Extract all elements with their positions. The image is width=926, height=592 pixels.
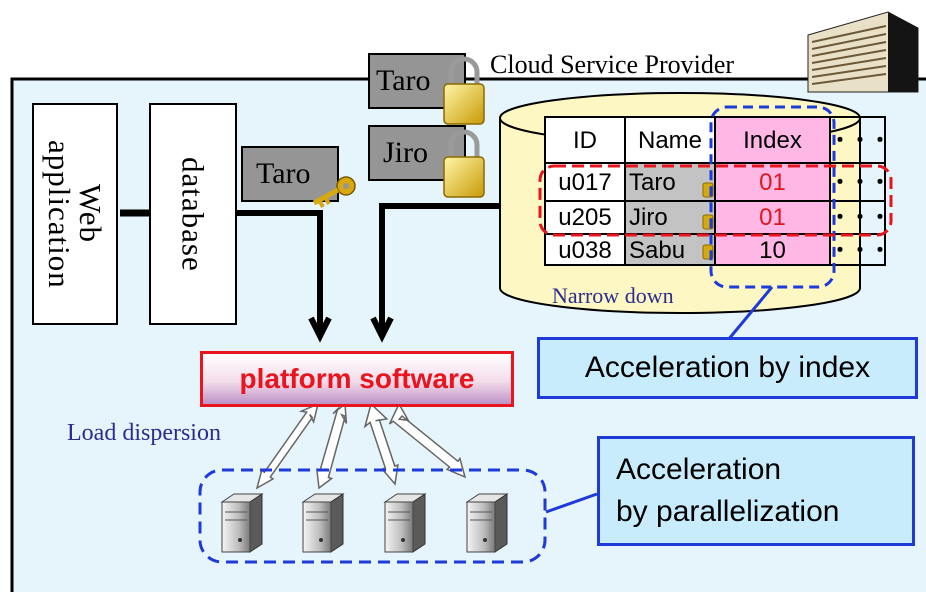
taro-key-tag (241, 146, 339, 202)
web-application-label: Web application (42, 139, 108, 289)
parallel-acceleration-callout: Acceleration by parallelization (597, 436, 915, 546)
padlock-icon (443, 129, 485, 198)
server-icon (465, 493, 509, 553)
padlock-icon (443, 56, 485, 125)
table-cell-index: 01 (759, 169, 786, 196)
parallel-callout-line-2: by parallelization (616, 495, 840, 528)
index-callout-pointer (726, 286, 774, 341)
parallel-callout-line-1: Acceleration (616, 453, 782, 486)
load-dispersion-arrows (255, 402, 467, 490)
table-cell-id: u038 (558, 237, 612, 264)
table-more-marker: ・・・ (830, 130, 890, 152)
data-table (544, 116, 886, 266)
table-cell-index: 01 (759, 204, 786, 231)
table-cell-name: Taro (629, 169, 676, 196)
table-header-name: Name (637, 127, 703, 154)
jiro-lock-tag-label: Jiro (383, 136, 428, 169)
web-application-box: Web application (32, 103, 118, 325)
narrow-down-label: Narrow down (552, 283, 674, 308)
table-cell-id: u017 (558, 169, 612, 196)
building-icon (807, 11, 919, 93)
table-header-id: ID (573, 127, 597, 154)
index-acceleration-label: Acceleration by index (584, 351, 871, 384)
table-more-marker: ・・・ (830, 207, 890, 229)
platform-software-label: platform software (239, 363, 475, 394)
server-icon (301, 493, 345, 553)
server-icon (220, 493, 264, 553)
table-header-index: Index (743, 127, 802, 154)
table-cell-index: 10 (759, 237, 786, 264)
taro-key-tag-label: Taro (256, 157, 311, 190)
narrowed-rows-highlight (538, 164, 893, 237)
database-box: database (149, 103, 237, 325)
provider-label: Cloud Service Provider (490, 50, 735, 79)
taro-lock-tag-label: Taro (376, 64, 431, 97)
platform-software-box: platform software (200, 351, 514, 407)
table-cell-id: u205 (558, 204, 612, 231)
server-icon (383, 493, 427, 553)
parallel-callout-pointer (545, 492, 598, 514)
index-acceleration-callout: Acceleration by index (537, 337, 918, 399)
key-icon (312, 176, 356, 208)
load-dispersion-label: Load dispersion (67, 420, 221, 446)
connectors (120, 203, 548, 343)
table-more-marker: ・・・ (830, 172, 890, 194)
table-cell-name: Jiro (629, 204, 668, 231)
table-more-marker: ・・・ (830, 240, 890, 262)
table-cell-name: Sabu (629, 237, 686, 264)
database-label: database (175, 156, 211, 272)
